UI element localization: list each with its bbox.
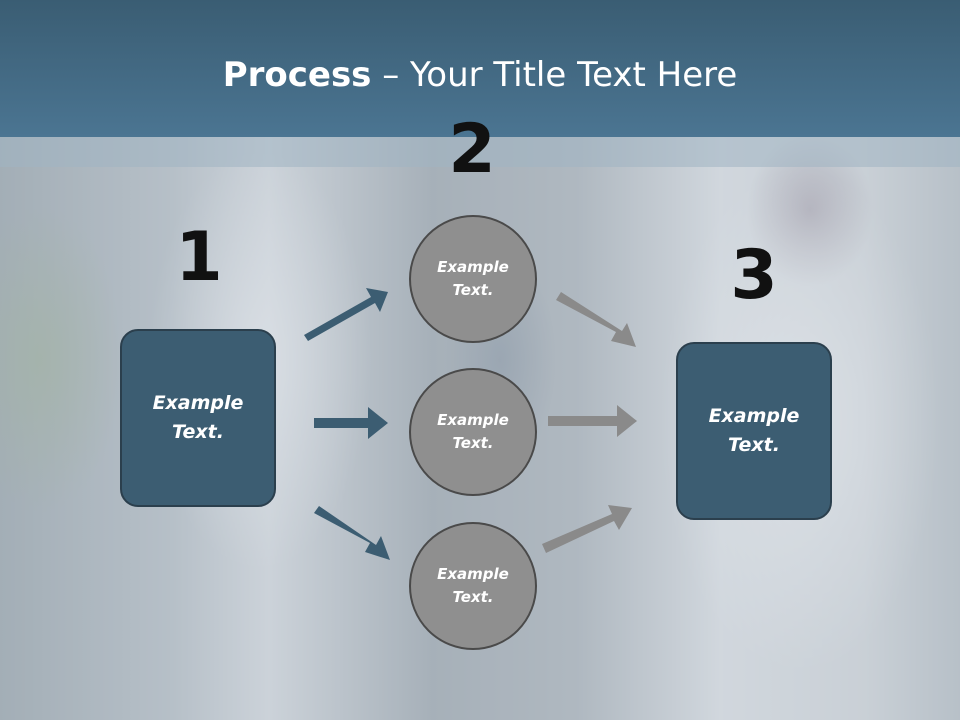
step-2-circle-middle-text: Example Text. [437,411,509,452]
step-number-3: 3 [730,236,778,315]
slide-title[interactable]: Process – Your Title Text Here [0,52,960,98]
step-3-text: Example Text. [708,405,800,456]
left-arrows [304,288,390,560]
arrow-up-right [304,288,388,341]
step-2-circle-top-text: Example Text. [437,258,509,299]
title-strip [0,137,960,167]
step-2-circle-bottom-text: Example Text. [437,565,509,606]
arrow-up-right-gray [542,505,632,553]
title-bar [0,0,960,137]
slide-title-bold: Process [222,55,372,95]
slide-title-rest: – Your Title Text Here [371,55,738,95]
arrow-right-middle [314,407,388,439]
step-2-circle-middle[interactable]: Example Text. [409,368,537,496]
step-2-circle-top[interactable]: Example Text. [409,215,537,343]
arrow-down-right [314,506,390,560]
arrow-down-right-gray [556,292,636,347]
arrow-right-gray [548,405,637,437]
step-2-circle-bottom[interactable]: Example Text. [409,522,537,650]
right-arrows [542,292,637,553]
step-1-box[interactable]: Example Text. [120,329,276,507]
step-3-box[interactable]: Example Text. [676,342,832,520]
step-number-2: 2 [448,110,496,189]
step-1-text: Example Text. [152,392,244,443]
step-number-1: 1 [175,218,223,297]
